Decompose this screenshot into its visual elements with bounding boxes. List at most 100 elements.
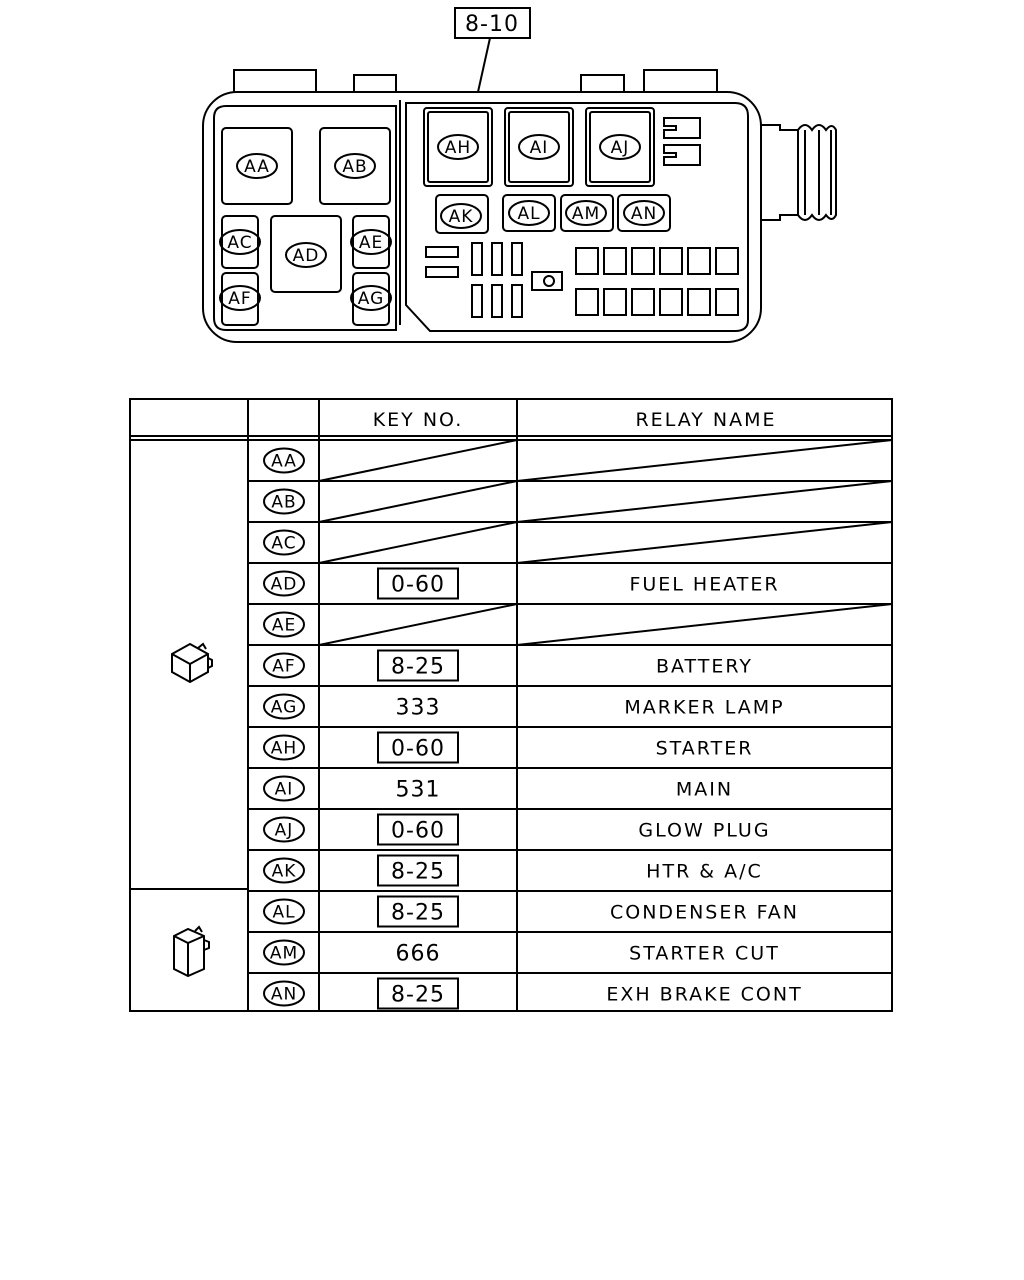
relay-name: CONDENSER FAN: [610, 902, 799, 924]
key-number: 0-60: [391, 737, 445, 762]
blank-slash: [318, 603, 518, 646]
relay-label-text: AJ: [611, 138, 630, 158]
relay-label-aa: AA: [236, 153, 278, 179]
relay-name: STARTER: [656, 738, 754, 760]
key-number: 8-25: [391, 860, 445, 885]
relay-label-am: AM: [565, 200, 607, 226]
relay-name: FUEL HEATER: [629, 574, 779, 596]
relay-label-text: AN: [631, 204, 657, 224]
relay-label-ag: AG: [350, 285, 392, 311]
relay-position-labels: AA AB AC AD AE AF AG AH AI AJ AK AL AM AN: [219, 134, 665, 311]
row-code: AC: [271, 534, 296, 554]
key-number: 8-25: [391, 655, 445, 680]
row-code: AM: [270, 944, 298, 964]
blank-slash: [318, 439, 518, 482]
fuse-block: [425, 242, 739, 318]
row-code: AK: [272, 862, 297, 882]
row-code: AH: [271, 739, 297, 759]
header-key-no: KEY NO.: [373, 409, 464, 431]
relay-label-ah: AH: [437, 134, 479, 160]
relay-label-text: AD: [293, 246, 320, 266]
blank-slash: [516, 603, 893, 646]
row-code: AB: [271, 493, 296, 513]
relay-label-aj: AJ: [599, 134, 641, 160]
row-code: AD: [271, 575, 298, 595]
relay-label-text: AL: [517, 204, 540, 224]
table-row: AJ 0-60 GLOW PLUG: [248, 813, 892, 851]
relay-label-ae: AE: [350, 229, 392, 255]
table-row: AH 0-60 STARTER: [248, 731, 892, 769]
relay-name: MAIN: [676, 779, 733, 801]
relay-label-text: AC: [227, 233, 252, 253]
row-code: AE: [272, 616, 296, 636]
key-number-box: [377, 649, 459, 682]
relay-name: BATTERY: [656, 656, 753, 678]
relay-label-text: AH: [445, 138, 471, 158]
row-code: AG: [271, 698, 298, 718]
relay-label-ac: AC: [219, 229, 261, 255]
key-number: 333: [396, 696, 441, 721]
row-code: AJ: [275, 821, 294, 841]
relay-label-al: AL: [508, 200, 550, 226]
key-number-box: [377, 813, 459, 846]
relay-box-housing: [202, 69, 837, 343]
relay-label-text: AF: [228, 289, 251, 309]
table-row: AA: [248, 439, 893, 482]
blank-slash: [516, 480, 893, 523]
relay-label-text: AK: [449, 207, 474, 227]
table-row: AN 8-25 EXH BRAKE CONT: [263, 977, 802, 1010]
key-number: 8-25: [391, 983, 445, 1008]
row-code: AI: [275, 780, 294, 800]
key-number: 8-25: [391, 901, 445, 926]
relay-label-ad: AD: [285, 242, 327, 268]
key-number-box: [377, 567, 459, 600]
table-row: AD 0-60 FUEL HEATER: [248, 567, 892, 605]
table-row: AM 666 STARTER CUT: [248, 939, 892, 974]
row-code: AL: [272, 903, 295, 923]
relay-tall-icon: [173, 925, 210, 978]
relay-name: GLOW PLUG: [638, 820, 770, 842]
relay-label-an: AN: [623, 200, 665, 226]
key-number: 666: [396, 942, 441, 967]
key-number: 0-60: [391, 819, 445, 844]
blank-slash: [318, 521, 518, 564]
relay-label-text: AM: [572, 204, 600, 224]
relay-label-text: AG: [358, 289, 385, 309]
relay-label-text: AA: [244, 157, 270, 177]
relay-name: STARTER CUT: [629, 943, 780, 965]
table-row: AL 8-25 CONDENSER FAN: [248, 895, 892, 933]
row-code: AF: [272, 657, 295, 677]
relay-label-text: AB: [342, 157, 367, 177]
relay-name: HTR & A/C: [646, 861, 763, 883]
key-number: 0-60: [391, 573, 445, 598]
relay-label-ai: AI: [518, 134, 560, 160]
relay-table: KEY NO. RELAY NAME: [129, 398, 893, 1012]
blank-slash: [318, 480, 518, 523]
reference-label: 8-10: [454, 7, 531, 93]
relay-name: EXH BRAKE CONT: [606, 984, 802, 1006]
table-row: AK 8-25 HTR & A/C: [248, 854, 892, 892]
key-number-box: [377, 731, 459, 764]
relay-label-text: AE: [359, 233, 383, 253]
relay-label-ak: AK: [440, 203, 482, 229]
relay-cube-icon: [171, 642, 213, 684]
key-number: 531: [396, 778, 441, 803]
blank-slash: [516, 521, 893, 564]
relay-table-rows: AA AB AC AD 0-60 FUEL HEATER AE AF 8-25 BATTERY AG…: [248, 439, 893, 1010]
table-row: AE: [248, 603, 893, 646]
row-code: AN: [271, 985, 297, 1005]
header-relay-name: RELAY NAME: [635, 409, 776, 431]
relay-label-ab: AB: [334, 153, 376, 179]
key-number-box: [377, 977, 459, 1010]
key-number-box: [377, 854, 459, 887]
row-code: AA: [271, 452, 297, 472]
table-row: AB: [248, 480, 893, 523]
reference-number: 8-10: [465, 12, 519, 37]
table-row: AF 8-25 BATTERY: [248, 649, 892, 687]
relay-label-text: AI: [530, 138, 549, 158]
table-row: AC: [248, 521, 893, 564]
table-row: AI 531 MAIN: [248, 775, 892, 810]
key-number-box: [377, 895, 459, 928]
